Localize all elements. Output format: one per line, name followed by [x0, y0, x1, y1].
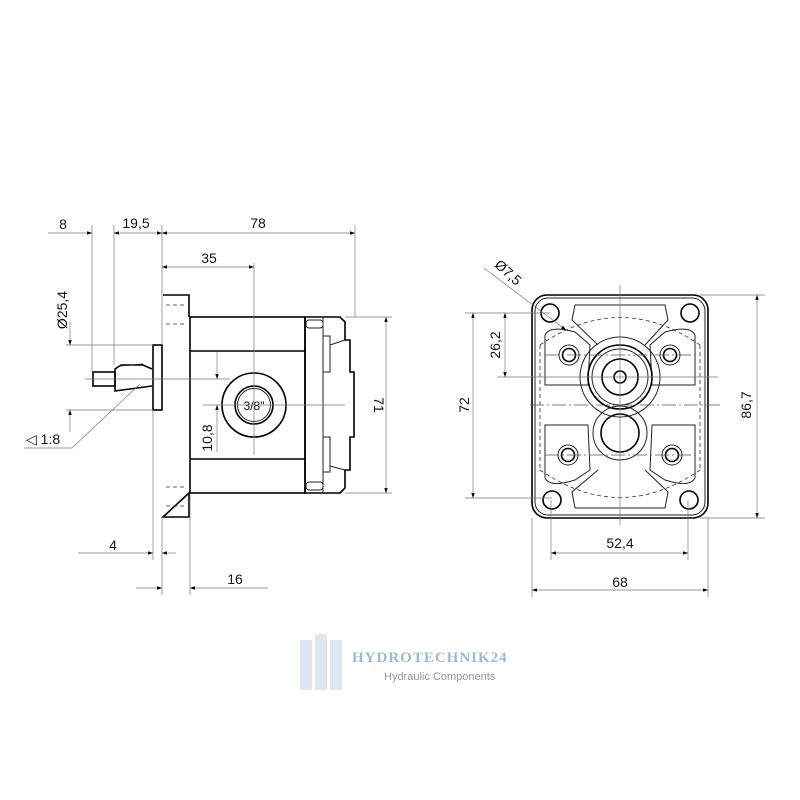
dim-71: 71 — [371, 397, 387, 413]
tapered-shaft — [114, 364, 153, 392]
front-view: Ø7,5 72 26,2 86,7 52,4 68 — [456, 256, 765, 597]
flange — [160, 294, 190, 518]
dim-86-7: 86,7 — [738, 391, 754, 418]
rear-cover — [304, 316, 355, 494]
dim-52-4: 52,4 — [606, 535, 633, 551]
dim-16: 16 — [227, 571, 243, 587]
dim-dia-7-5: Ø7,5 — [492, 256, 525, 288]
watermark-tagline: Hydraulic Components — [384, 671, 496, 683]
watermark-logo: HYDROTECHNIK24 Hydraulic Components — [300, 634, 508, 690]
dim-68: 68 — [612, 574, 628, 590]
mounting-hole — [542, 490, 562, 510]
dim-dia-25-4: Ø25,4 — [54, 291, 70, 329]
dim-26-2: 26,2 — [487, 331, 503, 358]
dim-10-8: 10,8 — [199, 424, 215, 451]
dim-78: 78 — [250, 215, 266, 231]
dim-19-5: 19,5 — [122, 215, 149, 231]
mounting-hole — [680, 303, 700, 323]
dim-4: 4 — [109, 537, 117, 553]
shaft-pilot — [152, 344, 163, 411]
taper-ratio: ◁ 1:8 — [26, 431, 60, 447]
watermark-brand: HYDROTECHNIK24 — [352, 650, 508, 666]
dim-72: 72 — [456, 397, 472, 413]
side-view: 3/8" 8 19,5 78 35 Ø25,4 ◁ 1:8 10,8 71 4 … — [24, 215, 392, 595]
dim-8: 8 — [59, 216, 67, 232]
mounting-hole — [679, 490, 699, 510]
dim-35: 35 — [201, 250, 217, 266]
